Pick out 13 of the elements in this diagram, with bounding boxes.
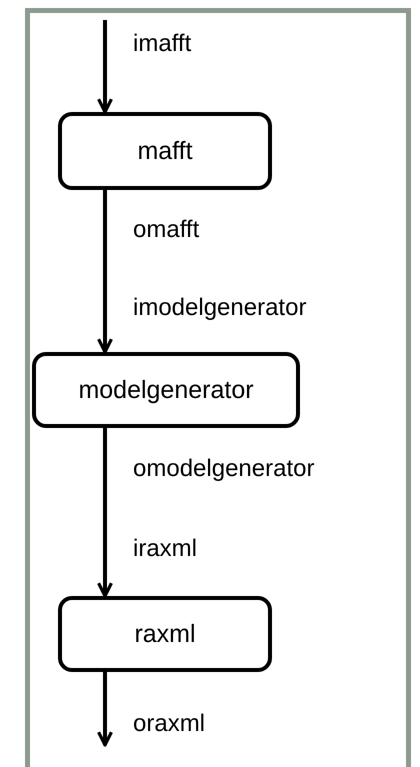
- port-label: imodelgenerator: [133, 294, 306, 322]
- process-box: modelgenerator: [32, 352, 300, 428]
- arrow: [97, 20, 113, 114]
- process-box: raxml: [58, 596, 272, 672]
- process-box: mafft: [58, 112, 272, 190]
- port-label: omodelgenerator: [133, 455, 314, 483]
- arrow: [97, 672, 113, 747]
- port-label: iraxml: [133, 535, 197, 563]
- port-label: omafft: [133, 216, 200, 244]
- port-label: oraxml: [133, 710, 206, 738]
- port-label: imafft: [133, 30, 192, 58]
- arrow: [97, 190, 113, 354]
- arrow: [97, 428, 113, 598]
